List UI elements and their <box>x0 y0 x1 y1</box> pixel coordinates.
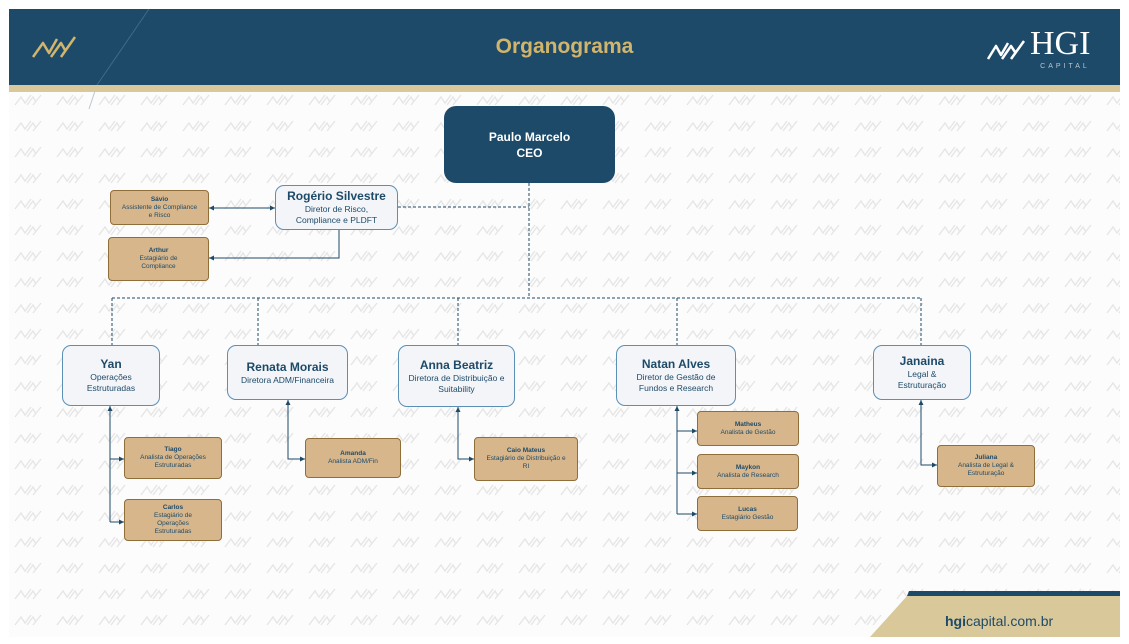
staff-name: Sávio <box>150 195 169 203</box>
staff-name: Tiago <box>164 446 182 453</box>
staff-role: Estagiário de Operações Estruturadas <box>154 512 192 535</box>
staff-role: Estagiário de Compliance <box>139 255 178 270</box>
staff-name: Juliana <box>974 454 998 461</box>
director-role: Diretora de Distribuição e Suitability <box>408 372 505 394</box>
director-name: Renata Morais <box>246 359 329 374</box>
risk-director-name: Rogério Silvestre <box>287 189 386 203</box>
brand-logo: HGI CAPITAL <box>986 25 1106 75</box>
footer-website: hgicapital.com.br <box>945 613 1053 629</box>
brand-name: HGI <box>1030 25 1091 62</box>
staff-name: Arthur <box>148 247 169 254</box>
staff-name: Caio Mateus <box>506 447 546 454</box>
staff-name: Carlos <box>162 504 184 511</box>
footer-site-rest: capital.com.br <box>966 613 1054 629</box>
header-bar <box>9 9 1120 85</box>
ceo-box: Paulo Marcelo CEO <box>444 106 615 183</box>
director-name: Yan <box>100 357 122 371</box>
staff-role: Estagiário de Distribuição e RI <box>486 455 566 470</box>
staff-name: Lucas <box>738 505 757 513</box>
ceo-name: Paulo Marcelo <box>488 129 571 144</box>
director-role: Diretora ADM/Financeira <box>240 374 335 385</box>
director-name: Natan Alves <box>641 357 711 371</box>
hgi-mark-icon <box>31 36 77 58</box>
brand-tagline: CAPITAL <box>1040 63 1090 70</box>
staff-box-carlos: Carlos Estagiário de Operações Estrutura… <box>124 499 222 541</box>
footer-ribbon <box>870 591 1120 637</box>
director-box-renata: Renata Morais Diretora ADM/Financeira <box>227 345 348 400</box>
staff-box-tiago: Tiago Analista de Operações Estruturadas <box>124 437 222 479</box>
staff-box-arthur: Arthur Estagiário de Compliance <box>108 237 209 281</box>
director-name: Anna Beatriz <box>419 357 494 372</box>
director-box-yan: Yan Operações Estruturadas <box>62 345 160 406</box>
director-role: Diretor de Gestão de Fundos e Research <box>636 372 716 393</box>
staff-role: Analista de Research <box>717 471 779 479</box>
ceo-role: CEO <box>516 145 543 160</box>
staff-role: Analista ADM/Fin <box>328 458 378 465</box>
staff-name: Maykon <box>735 463 761 471</box>
director-role: Operações Estruturadas <box>86 372 136 393</box>
director-box-anna: Anna Beatriz Diretora de Distribuição e … <box>398 345 515 407</box>
director-name: Janaina <box>899 354 945 368</box>
staff-name: Matheus <box>734 420 762 428</box>
footer-site-bold: hgi <box>945 613 966 629</box>
risk-director-box: Rogério Silvestre Diretor de Risco, Comp… <box>275 185 398 230</box>
org-chart-slide: Organograma HGI CAPITAL <box>9 9 1120 637</box>
staff-box-amanda: Amanda Analista ADM/Fin <box>305 438 401 478</box>
staff-box-savio: Sávio Assistente de Compliance e Risco <box>110 190 209 225</box>
director-box-natan: Natan Alves Diretor de Gestão de Fundos … <box>616 345 736 406</box>
staff-box-juliana: Juliana Analista de Legal & Estruturação <box>937 445 1035 487</box>
risk-director-role: Diretor de Risco, Compliance e PLDFT <box>295 204 378 225</box>
staff-role: Analista de Gestão <box>720 428 776 436</box>
staff-name: Amanda <box>340 450 366 457</box>
staff-role: Estagiário Gestão <box>721 513 774 521</box>
page-title: Organograma <box>495 35 634 58</box>
connector-lines <box>107 183 937 525</box>
staff-role: Assistente de Compliance e Risco <box>121 203 198 219</box>
director-role: Legal & Estruturação <box>897 369 947 390</box>
staff-box-matheus: Matheus Analista de Gestão <box>697 411 799 446</box>
staff-box-caio: Caio Mateus Estagiário de Distribuição e… <box>474 437 578 481</box>
staff-box-maykon: Maykon Analista de Research <box>697 454 799 489</box>
staff-role: Analista de Legal & Estruturação <box>957 462 1014 477</box>
staff-role: Analista de Operações Estruturadas <box>140 454 206 469</box>
hgi-mark-icon <box>986 40 1026 60</box>
staff-box-lucas: Lucas Estagiário Gestão <box>697 496 798 531</box>
director-box-janaina: Janaina Legal & Estruturação <box>873 345 971 400</box>
gold-strip <box>9 85 1120 92</box>
